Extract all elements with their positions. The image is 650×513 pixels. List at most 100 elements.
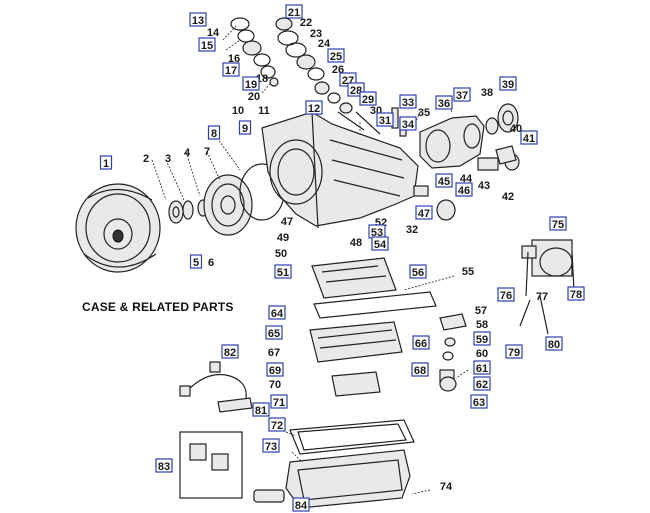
- callout-number: 10: [232, 105, 244, 117]
- callout-21: 21: [285, 4, 303, 19]
- callout-82: 82: [221, 344, 239, 359]
- callout-box: [415, 205, 433, 220]
- callout-box: [266, 362, 284, 377]
- callout-number: 59: [476, 334, 488, 346]
- callout-box: [292, 497, 310, 512]
- callout-54: 54: [371, 236, 389, 251]
- callout-number: 76: [500, 290, 512, 302]
- callout-number: 46: [458, 185, 470, 197]
- callout-10: 10: [232, 105, 244, 117]
- callout-box: [274, 264, 292, 279]
- callout-number: 23: [310, 28, 322, 40]
- callout-number: 47: [418, 208, 430, 220]
- callout-number: 6: [208, 257, 214, 269]
- front-seals: [168, 199, 209, 224]
- callout-58: 58: [476, 319, 488, 331]
- callout-61: 61: [473, 360, 491, 375]
- callout-59: 59: [473, 331, 491, 346]
- callout-number: 84: [295, 500, 308, 512]
- solenoid-group: [179, 431, 243, 499]
- callout-box: [473, 331, 491, 346]
- callout-box: [453, 87, 471, 102]
- callout-number: 7: [204, 146, 210, 158]
- callout-65: 65: [265, 325, 283, 340]
- accumulator-parts: [439, 313, 467, 392]
- callout-box: [270, 394, 288, 409]
- callout-14: 14: [207, 27, 220, 39]
- callout-36: 36: [435, 95, 453, 110]
- callout-box: [238, 120, 252, 135]
- callout-number: 70: [269, 379, 281, 391]
- callout-55: 55: [462, 266, 474, 278]
- callout-box: [499, 76, 517, 91]
- callout-8: 8: [207, 125, 221, 140]
- callout-2: 2: [143, 153, 149, 165]
- callout-number: 21: [288, 7, 300, 19]
- callout-number: 57: [475, 305, 487, 317]
- callout-11: 11: [258, 105, 270, 117]
- callout-15: 15: [198, 37, 216, 52]
- callout-63: 63: [470, 394, 488, 409]
- callout-number: 37: [456, 90, 468, 102]
- callout-51: 51: [274, 264, 292, 279]
- callout-box: [359, 91, 377, 106]
- callout-box: [327, 48, 345, 63]
- callout-34: 34: [399, 116, 417, 131]
- callout-box: [198, 37, 216, 52]
- callout-number: 29: [362, 94, 374, 106]
- callout-number: 8: [211, 128, 217, 140]
- callout-number: 40: [510, 123, 522, 135]
- callout-box: [545, 336, 563, 351]
- callout-81: 81: [252, 402, 270, 417]
- callout-22: 22: [300, 17, 312, 29]
- callout-number: 11: [258, 105, 270, 117]
- callout-75: 75: [549, 216, 567, 231]
- callout-16: 16: [228, 53, 240, 65]
- callout-number: 16: [228, 53, 240, 65]
- callout-35: 35: [418, 107, 430, 119]
- callout-box: [549, 216, 567, 231]
- callout-number: 45: [438, 176, 450, 188]
- callout-number: 28: [350, 85, 362, 97]
- callout-number: 82: [224, 347, 236, 359]
- callout-6: 6: [208, 257, 214, 269]
- callout-60: 60: [476, 348, 488, 360]
- callout-box: [189, 12, 207, 27]
- torque-converter: [75, 183, 161, 273]
- callout-number: 13: [192, 15, 204, 27]
- callout-45: 45: [435, 173, 453, 188]
- callout-number: 60: [476, 348, 488, 360]
- callout-number: 32: [406, 224, 418, 236]
- callout-23: 23: [310, 28, 322, 40]
- callout-12: 12: [305, 100, 323, 115]
- callout-box: [262, 438, 280, 453]
- callout-number: 25: [330, 51, 342, 63]
- callout-box: [242, 76, 260, 91]
- callout-number: 17: [225, 65, 237, 77]
- callout-number: 5: [193, 257, 199, 269]
- callout-66: 66: [412, 335, 430, 350]
- callout-number: 77: [536, 291, 548, 303]
- callout-box: [268, 417, 286, 432]
- callout-67: 67: [268, 347, 280, 359]
- callout-number: 53: [371, 227, 383, 239]
- callout-number: 83: [158, 461, 170, 473]
- diagram-title: CASE & RELATED PARTS: [82, 300, 234, 314]
- callout-number: 58: [476, 319, 488, 331]
- callout-62: 62: [473, 376, 491, 391]
- callout-number: 22: [300, 17, 312, 29]
- callout-number: 50: [275, 248, 287, 260]
- callout-box: [268, 305, 286, 320]
- callout-number: 65: [268, 328, 280, 340]
- callout-box: [399, 116, 417, 131]
- callout-number: 33: [402, 97, 414, 109]
- callout-41: 41: [520, 130, 538, 145]
- callout-box: [412, 335, 430, 350]
- callout-number: 56: [412, 267, 424, 279]
- callout-47: 47: [281, 216, 293, 228]
- callout-48: 48: [350, 237, 362, 249]
- callout-20: 20: [248, 91, 260, 103]
- callout-number: 74: [440, 481, 453, 493]
- callout-box: [222, 62, 240, 77]
